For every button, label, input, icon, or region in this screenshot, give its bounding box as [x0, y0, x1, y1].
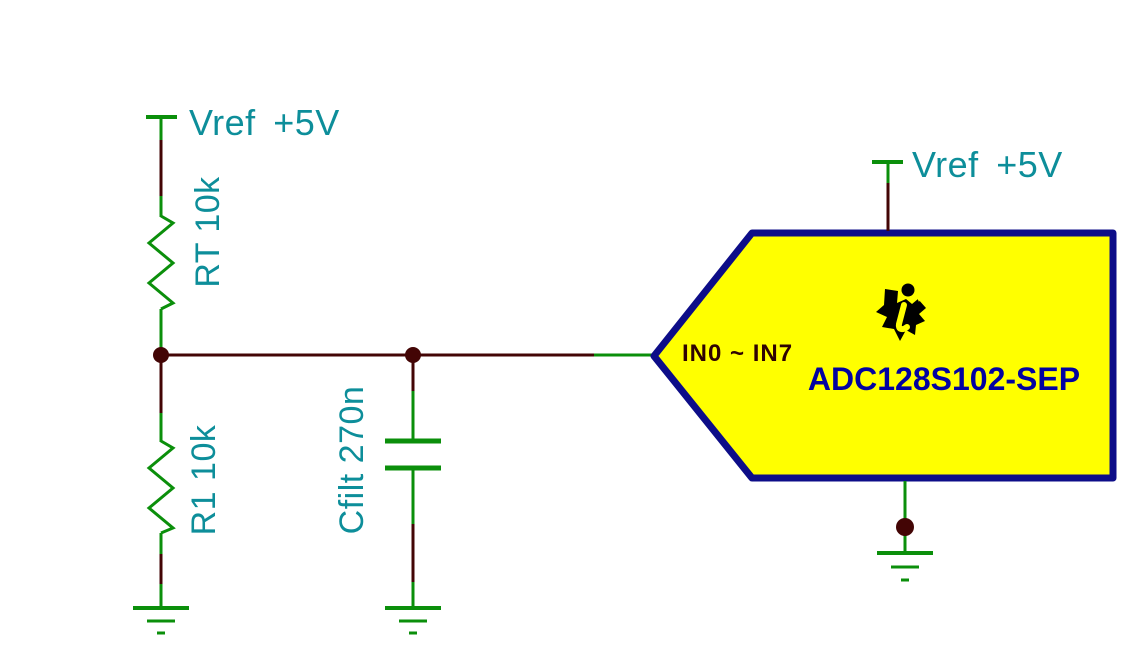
ti-i-stem	[895, 302, 910, 333]
chip-pin-label: IN0 ~ IN7	[682, 340, 794, 367]
ti-i-dot	[901, 283, 915, 297]
resistor-rt-symbol	[146, 196, 176, 351]
resistor-r1-symbol	[146, 413, 176, 555]
resistor-r1-label: R1 10k	[185, 424, 223, 536]
resistor-rt-label: RT 10k	[189, 176, 227, 288]
r1-zigzag	[146, 439, 176, 535]
net-label-vref-left: Vref +5V	[189, 102, 340, 143]
capacitor-cfilt-label: Cfilt 270n	[333, 385, 371, 535]
chip-name: ADC128S102-SEP	[807, 361, 1081, 397]
power-port-vref-left	[146, 115, 177, 140]
adc-chip-body	[650, 229, 1117, 482]
ti-star-sparkle	[912, 290, 926, 302]
ground-symbol-cap	[385, 606, 441, 635]
capacitor-cfilt-symbol	[385, 391, 441, 525]
ground-symbol-left	[133, 606, 189, 635]
junction-dot-chip-gnd	[896, 518, 914, 536]
ground-symbol-chip	[877, 551, 933, 582]
ti-logo-icon	[876, 283, 926, 341]
power-port-vref-right	[872, 160, 903, 183]
rt-zigzag	[146, 214, 176, 311]
net-label-vref-right: Vref +5V	[912, 144, 1063, 185]
